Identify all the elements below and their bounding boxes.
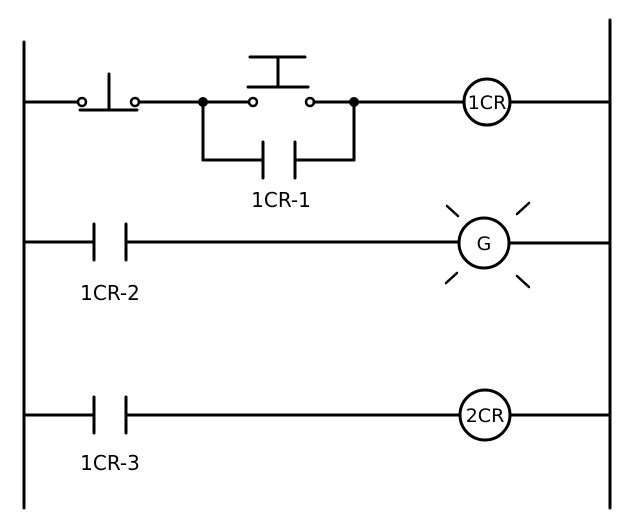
coil-1cr-label: 1CR [468, 92, 507, 114]
coil-2cr-label: 2CR [466, 405, 505, 427]
contact-1cr-2-label: 1CR-2 [80, 281, 140, 305]
contact-1cr-1 [261, 140, 297, 180]
lamp-glow-rays [444, 201, 531, 289]
rung-3: 1CR-3 2CR [22, 388, 612, 475]
rung-2: 1CR-2 G [22, 201, 612, 305]
contact-1cr-3 [92, 395, 128, 435]
coil-1cr: 1CR [462, 77, 512, 127]
start-pushbutton [246, 55, 316, 108]
coil-2cr: 2CR [458, 388, 512, 442]
seal-in-branch: 1CR-1 [201, 100, 356, 212]
rung-1: 1CR 1CR-1 [22, 55, 612, 212]
contact-1cr-1-label: 1CR-1 [251, 188, 311, 212]
contact-1cr-3-label: 1CR-3 [80, 451, 140, 475]
contact-1cr-2 [92, 222, 128, 262]
pilot-lamp-g: G [444, 201, 531, 289]
pilot-lamp-label: G [477, 233, 492, 255]
stop-pushbutton [76, 72, 141, 112]
